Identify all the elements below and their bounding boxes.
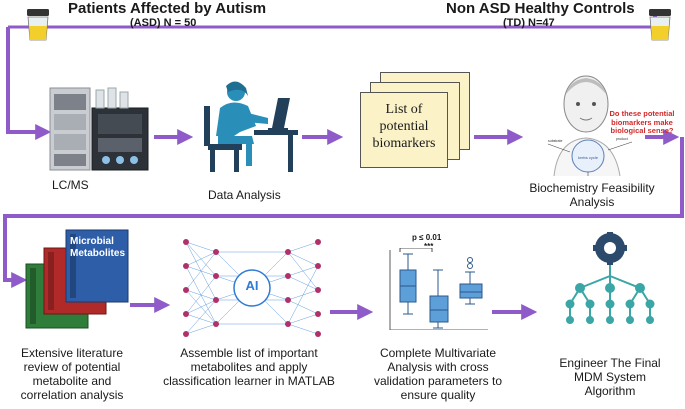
urine-cup-td-icon <box>649 9 671 41</box>
p-value: p ≤ 0.01 <box>412 233 442 242</box>
feasibility-label: Biochemistry Feasibility Analysis <box>529 181 655 209</box>
td-title: Non ASD Healthy Controls <box>446 0 635 17</box>
data-analysis-label: Data Analysis <box>208 188 281 202</box>
biomarker-note-line2: potential <box>379 119 429 134</box>
algorithm-tree-icon <box>565 232 655 324</box>
data-analyst-icon <box>204 81 298 172</box>
svg-text:krebs cycle: krebs cycle <box>578 155 599 160</box>
neural-network-icon <box>183 239 321 337</box>
lcms-label: LC/MS <box>52 178 89 192</box>
multivariate-label: Complete Multivariate Analysis with cros… <box>373 346 503 402</box>
row-return-line <box>3 137 684 288</box>
svg-text:product: product <box>616 137 628 141</box>
td-subtitle: (TD) N=47 <box>503 17 555 29</box>
question-line1: Do these potential <box>609 109 675 118</box>
biomarker-note-line3: biomarkers <box>372 136 436 151</box>
asd-title: Patients Affected by Autism <box>68 0 267 17</box>
feasibility-head-icon: krebs cycle substrate product <box>547 75 633 176</box>
ai-badge: AI <box>245 278 259 293</box>
urine-cup-asd-icon <box>27 9 49 41</box>
question-line2: biomarkers make <box>611 117 673 127</box>
svg-text:substrate: substrate <box>548 139 562 143</box>
lcms-instrument-icon <box>49 87 149 171</box>
question-line3: biological sense? <box>610 126 674 135</box>
connector-to-lcms <box>6 57 52 140</box>
book-title-line2: Metabolites <box>70 248 126 259</box>
book-title: Microbial Metabolites <box>70 236 126 260</box>
biomarker-note-line1: List of <box>385 102 423 117</box>
engineer-label: Engineer The Final MDM System Algorithm <box>559 356 661 398</box>
books-icon <box>25 229 129 329</box>
feasibility-question: Do these potential biomarkers make biolo… <box>604 109 680 136</box>
book-title-line1: Microbial <box>70 236 114 247</box>
matlab-label: Assemble list of important metabolites a… <box>163 346 335 388</box>
asd-subtitle: (ASD) N = 50 <box>130 17 197 29</box>
boxplot-icon <box>389 248 488 330</box>
biomarker-list-note: List of potential biomarkers <box>360 92 448 168</box>
literature-label: Extensive literature review of potential… <box>20 346 124 402</box>
significance-stars: *** <box>424 242 434 251</box>
